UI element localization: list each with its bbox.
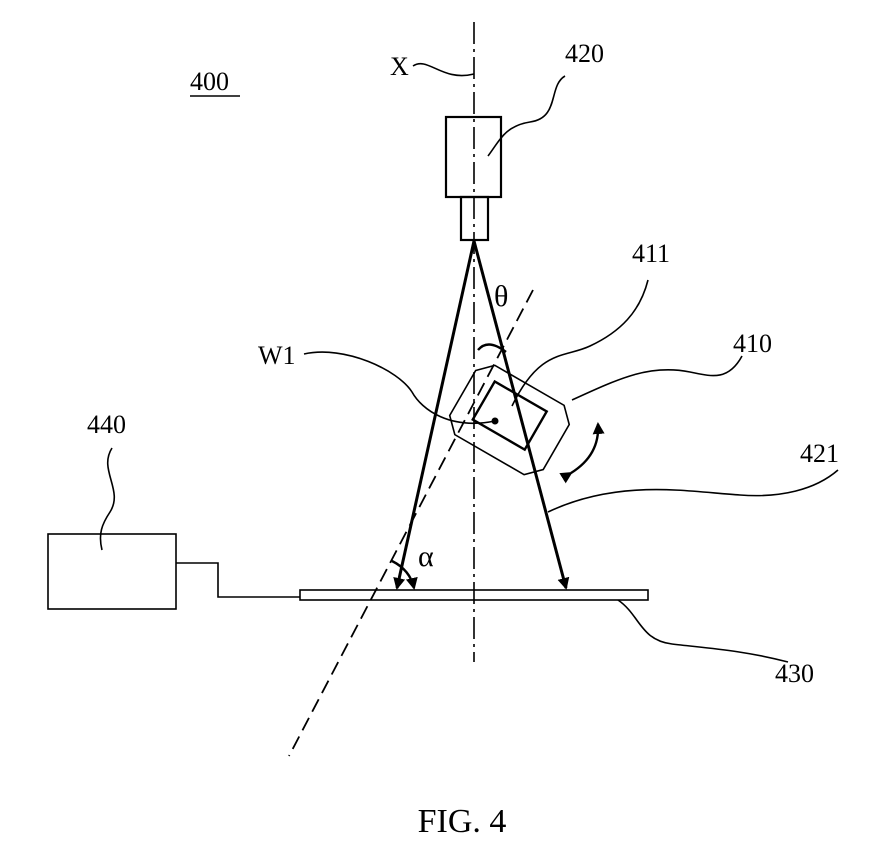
point-label-w1: W1 xyxy=(258,341,296,370)
beam-right xyxy=(474,241,566,588)
tilt-axis-dashed-line xyxy=(289,290,533,756)
workpiece-411 xyxy=(473,381,547,449)
stage-label-430: 430 xyxy=(775,659,814,688)
workpiece-label-411: 411 xyxy=(632,239,670,268)
system-label-400: 400 xyxy=(190,67,229,96)
theta-symbol: θ xyxy=(494,280,508,313)
controller-label-440: 440 xyxy=(87,410,126,439)
leader-421 xyxy=(548,470,838,512)
leader-430 xyxy=(618,600,788,662)
figure-caption: FIG. 4 xyxy=(418,803,507,840)
axis-label-x: X xyxy=(390,52,409,81)
rotation-arrow xyxy=(571,424,598,473)
leader-410 xyxy=(572,356,742,400)
holder-label-410: 410 xyxy=(733,329,772,358)
camera-label-420: 420 xyxy=(565,39,604,68)
controller-440 xyxy=(48,534,176,609)
controller-cable xyxy=(176,563,300,597)
alpha-symbol: α xyxy=(418,540,434,573)
leader-x xyxy=(413,64,474,76)
beam-label-421: 421 xyxy=(800,439,839,468)
